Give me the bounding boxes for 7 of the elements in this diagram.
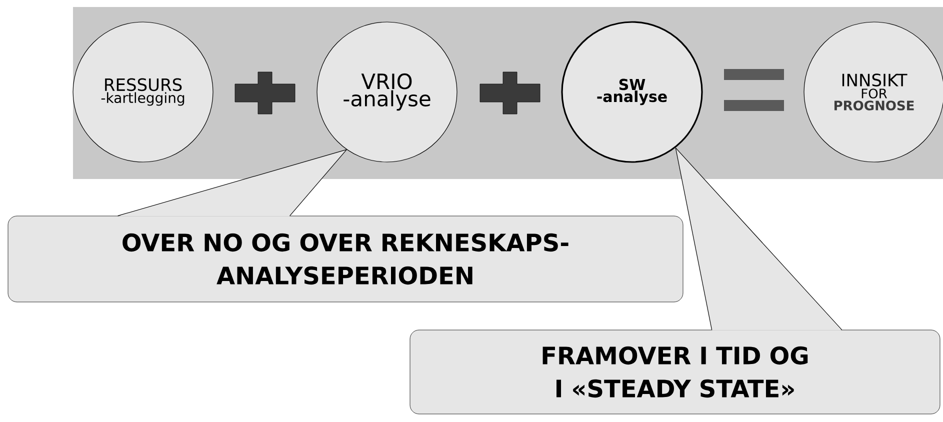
callout-pointer — [118, 149, 347, 216]
circle-node: SW -analyse — [561, 21, 703, 163]
circle-node: INNSIKT FOR PROGNOSE — [804, 22, 943, 162]
callout-box: FRAMOVER I TID OG I «STEADY STATE» — [410, 330, 940, 414]
circle-node: RESSURS -kartlegging — [72, 22, 214, 162]
circle-node: VRIO -analyse — [316, 22, 458, 162]
callout-pointer — [675, 147, 842, 330]
